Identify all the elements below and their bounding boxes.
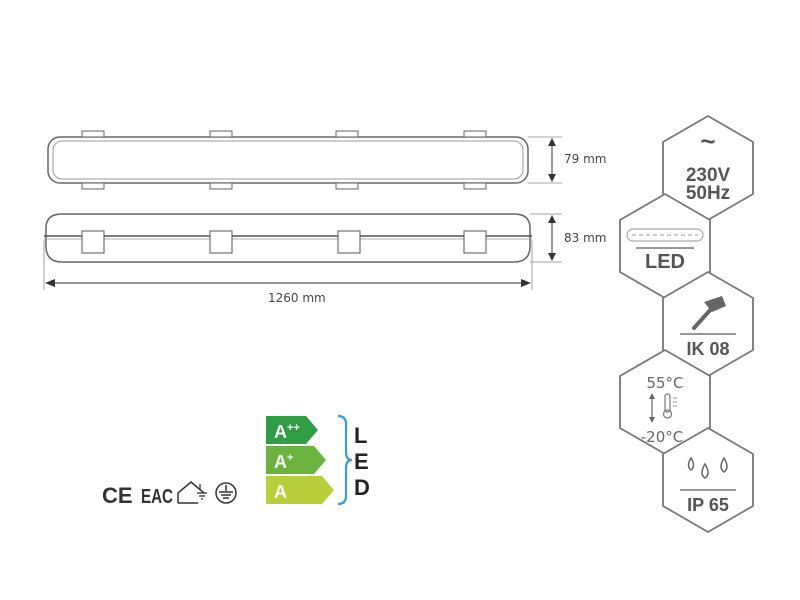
water-drops-icon	[687, 456, 728, 479]
energy-class-ap: A+	[266, 446, 326, 474]
fixture-side-view	[44, 213, 532, 263]
energy-class-a: A	[266, 476, 334, 504]
earth-ground-icon	[215, 482, 237, 504]
mounting-clip	[337, 230, 361, 254]
mounting-clip	[209, 130, 233, 138]
energy-bracket	[337, 414, 353, 506]
height-side-label: 83 mm	[564, 231, 606, 245]
mounting-clip	[81, 230, 105, 254]
temp-min-label: -20°C	[641, 428, 683, 446]
temp-max-label: 55°C	[646, 374, 683, 392]
mounting-clip	[463, 230, 487, 254]
led-letter-d: D	[354, 475, 370, 500]
frequency-label: 50Hz	[686, 183, 730, 204]
mounting-clip	[81, 182, 105, 190]
fixture-side-body	[45, 213, 531, 263]
led-letter-l: L	[354, 423, 367, 448]
energy-letter: A	[274, 452, 287, 472]
led-letter-e: E	[354, 449, 369, 474]
hex-impact: IK 08	[662, 270, 754, 378]
indoor-use-house-icon	[177, 481, 207, 504]
energy-arrow-app	[266, 416, 318, 444]
alternating-current-icon: ~	[700, 126, 715, 156]
mounting-clip	[209, 182, 233, 190]
mounting-clip	[335, 182, 359, 190]
temperature-range-arrow	[649, 393, 655, 423]
hex-temperature: 55°C -20°C	[619, 348, 711, 456]
dimension-height-top: 79 mm	[528, 136, 606, 184]
eac-mark: EAC	[141, 486, 173, 508]
energy-class-label: A++ A+ A L E D	[266, 414, 370, 506]
energy-sup: +	[287, 452, 293, 464]
certification-marks: CE EAC	[102, 481, 237, 508]
svg-text:A: A	[274, 482, 287, 502]
energy-arrow-ap	[266, 446, 326, 474]
energy-letter: A	[274, 482, 287, 502]
energy-class-app: A++	[266, 416, 318, 444]
length-label: 1260 mm	[268, 291, 326, 305]
hammer-icon	[692, 296, 726, 330]
height-top-label: 79 mm	[564, 152, 606, 166]
svg-text:A+: A+	[274, 452, 293, 472]
fixture-top-body	[47, 136, 529, 184]
mounting-clip	[335, 130, 359, 138]
energy-sup: ++	[287, 422, 300, 434]
hex-voltage: ~ 230V 50Hz	[662, 114, 754, 222]
fixture-top-view	[47, 130, 529, 190]
energy-letter: A	[274, 422, 287, 442]
led-tube-icon	[626, 228, 704, 242]
mounting-clip	[463, 130, 487, 138]
mounting-clip	[463, 182, 487, 190]
ingress-label: IP 65	[687, 495, 729, 515]
thermometer-icon	[662, 393, 677, 419]
led-label: LED	[645, 251, 685, 273]
mounting-clip	[209, 230, 233, 254]
svg-text:A++: A++	[274, 422, 300, 442]
ce-mark: CE	[102, 483, 133, 508]
impact-label: IK 08	[686, 339, 729, 359]
hex-led: LED	[619, 192, 711, 300]
energy-arrow-a	[266, 476, 334, 504]
fixture-top-inner	[52, 140, 524, 180]
dimension-height-side: 83 mm	[530, 213, 606, 263]
voltage-label: 230V	[686, 165, 731, 186]
dimension-length: 1260 mm	[43, 240, 533, 305]
mounting-clip	[81, 130, 105, 138]
hex-ingress: IP 65	[662, 426, 754, 534]
